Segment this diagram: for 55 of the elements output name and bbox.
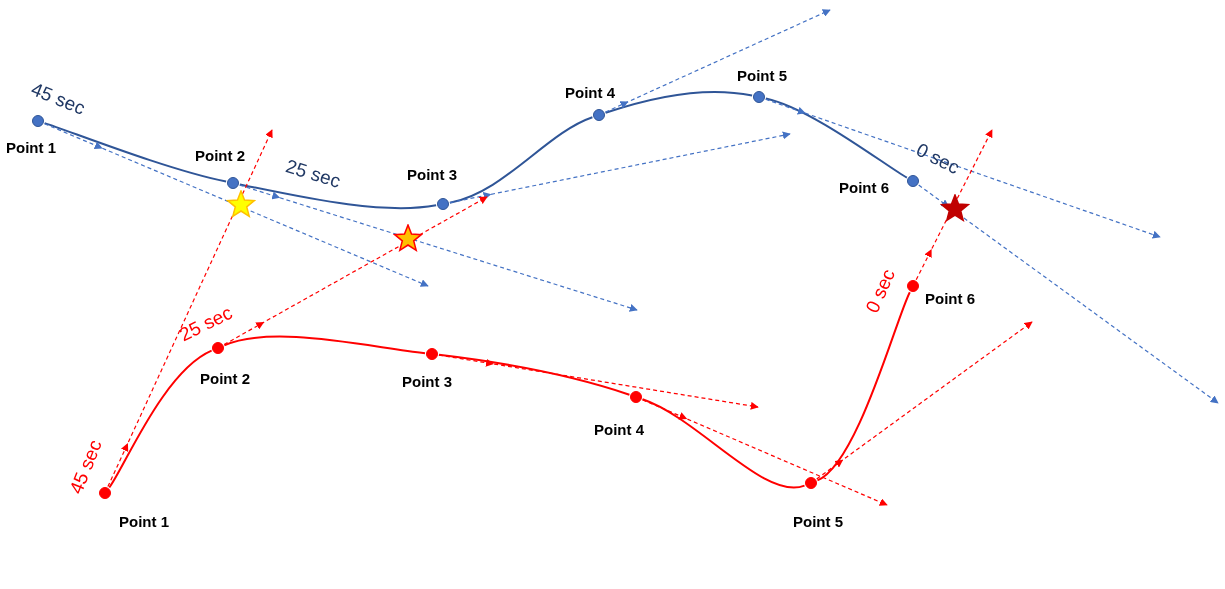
point-marker [907, 280, 919, 292]
tangent-arrow [918, 184, 1219, 404]
point-label: Point 1 [119, 513, 169, 530]
trajectory-curve [604, 91, 754, 114]
point-marker [99, 487, 111, 499]
point-label: Point 6 [839, 179, 889, 196]
star-marker [393, 224, 423, 254]
tangent-arrow [223, 196, 488, 346]
tangent-arrow [107, 129, 273, 488]
time-label: 0 sec [861, 265, 900, 317]
point-marker [437, 198, 449, 210]
trajectory-curve [641, 398, 806, 489]
tangent-arrow [43, 123, 429, 287]
trajectory-curve [764, 97, 908, 179]
point-label: Point 5 [793, 513, 843, 530]
point-marker [630, 391, 642, 403]
point-marker [426, 348, 438, 360]
star-marker [940, 194, 970, 224]
tangent-arrow [449, 131, 791, 204]
trajectory-curve [438, 353, 631, 396]
trajectory-curve [223, 335, 426, 355]
trajectory-curve [448, 116, 594, 204]
time-label: 25 sec [176, 301, 236, 347]
tangent-arrow [239, 184, 638, 312]
trajectory-curve [43, 122, 228, 183]
star-marker [226, 190, 256, 220]
tangent-arrow [765, 98, 1161, 239]
tangent-arrow [438, 354, 759, 410]
point-marker [753, 91, 765, 103]
point-label: Point 5 [737, 67, 787, 84]
trajectory-curve [108, 349, 213, 489]
time-label: 0 sec [912, 138, 963, 180]
trajectory-curve [238, 183, 438, 210]
point-marker [593, 109, 605, 121]
point-marker [805, 477, 817, 489]
point-label: Point 4 [594, 421, 644, 438]
tangent-arrow [816, 321, 1033, 480]
tangent-arrow [915, 129, 993, 281]
tangent-arrow [641, 399, 888, 506]
point-marker [227, 177, 239, 189]
point-label: Point 6 [925, 290, 975, 307]
point-label: Point 3 [402, 373, 452, 390]
point-marker [907, 175, 919, 187]
tangent-arrow [604, 9, 831, 113]
trajectory-curve [816, 291, 911, 482]
time-label: 25 sec [283, 155, 343, 193]
time-label: 45 sec [27, 78, 89, 120]
point-marker [32, 115, 44, 127]
time-label: 45 sec [65, 436, 107, 498]
point-label: Point 1 [6, 139, 56, 156]
point-marker [212, 342, 224, 354]
point-label: Point 4 [565, 84, 615, 101]
point-label: Point 2 [200, 370, 250, 387]
point-label: Point 3 [407, 166, 457, 183]
point-label: Point 2 [195, 147, 245, 164]
